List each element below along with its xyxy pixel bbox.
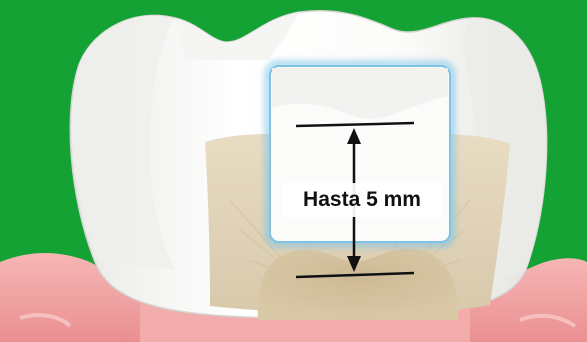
measurement-label: Hasta 5 mm bbox=[282, 183, 442, 217]
restoration-block bbox=[268, 64, 452, 244]
